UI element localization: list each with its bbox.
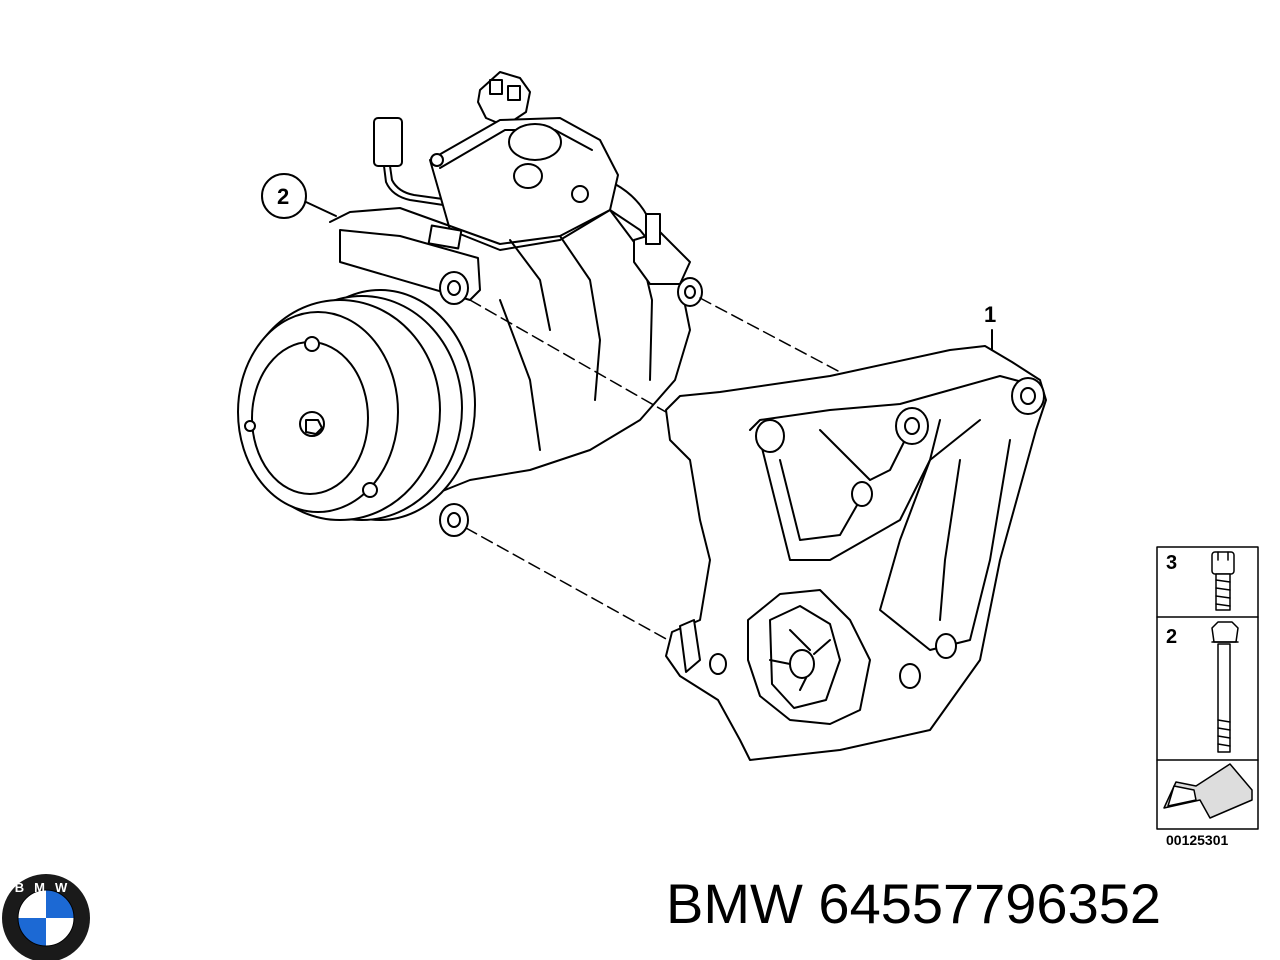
callout-1-label: 1 [984, 302, 997, 327]
logo-lettering: BMW [15, 880, 78, 895]
arrow-pointer-icon [1163, 763, 1253, 819]
parts-legend [1156, 546, 1259, 830]
brand-name: BMW [666, 872, 803, 935]
callout-2-leader [305, 201, 337, 217]
bmw-roundel-logo: BMW [2, 874, 90, 960]
ac-compressor-drawing [237, 71, 703, 537]
legend-row-number: 2 [1166, 626, 1178, 648]
diagram-code: 00125301 [1166, 832, 1229, 848]
legend-row-number: 3 [1166, 552, 1178, 574]
callout-2-circle [261, 173, 307, 219]
part-number: 64557796352 [818, 872, 1162, 935]
long-bolt-icon [1211, 621, 1239, 753]
part-title: BMW 64557796352 [666, 876, 1161, 932]
short-bolt-icon [1211, 551, 1235, 611]
alignment-lines [465, 297, 841, 641]
compressor-bracket-drawing [665, 345, 1047, 761]
callout-2-label: 2 [277, 184, 290, 209]
